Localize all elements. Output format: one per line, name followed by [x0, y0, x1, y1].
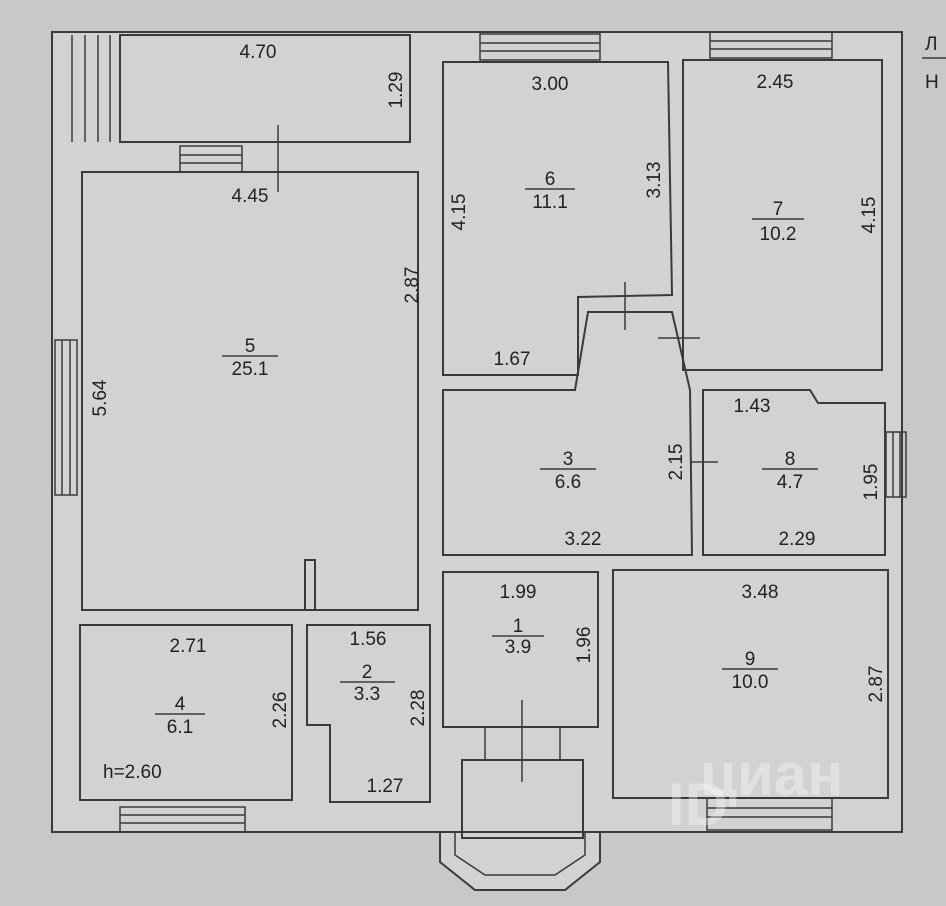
steps-left: [71, 35, 111, 142]
room-2: [306, 624, 431, 803]
room-number: 1: [513, 616, 524, 637]
room-number: 4: [175, 694, 186, 715]
room-area: 10.2: [760, 224, 797, 245]
window: [885, 431, 907, 498]
room-3: [442, 311, 694, 556]
dimension-label: 4.45: [232, 186, 269, 207]
window: [706, 797, 833, 831]
room-4: [79, 624, 293, 801]
dimension-label: 3.13: [644, 162, 665, 199]
dimension-label: 1.29: [386, 72, 407, 109]
window: [709, 31, 833, 59]
dimension-label: 3.48: [742, 582, 779, 603]
dimension-label: 4.15: [859, 197, 880, 234]
room-area: 6.1: [167, 717, 193, 738]
outer-wall: [51, 31, 903, 833]
dimension-label: 2.45: [757, 72, 794, 93]
room-area: 6.6: [555, 472, 581, 493]
dimension-label: 1.67: [494, 349, 531, 370]
bay-window: [439, 831, 601, 891]
dimension-label: 3.22: [565, 529, 602, 550]
room-area: 25.1: [232, 359, 269, 380]
dimension-label: 2.28: [408, 690, 429, 727]
room-area: 10.0: [732, 672, 769, 693]
window: [179, 145, 243, 173]
dimension-label: 2.87: [402, 267, 423, 304]
dimension-label: 1.96: [574, 627, 595, 664]
dimension-label: 2.15: [666, 444, 687, 481]
room-area: 3.9: [505, 637, 531, 658]
edge-text: Н: [925, 72, 939, 93]
room-5: [81, 171, 419, 611]
room-number: 8: [785, 449, 796, 470]
room-8: [702, 389, 886, 556]
watermark-logo: циан: [700, 741, 843, 808]
dimension-label: 3.00: [532, 74, 569, 95]
room-number: 6: [545, 169, 556, 190]
dimension-label: 5.64: [90, 379, 111, 416]
dimension-label: 1.43: [734, 396, 771, 417]
dimension-label: 1.27: [367, 776, 404, 797]
dimension-label: 1.95: [861, 464, 882, 501]
room-7: [682, 59, 883, 371]
room-number: 9: [745, 649, 756, 670]
room-area: 11.1: [532, 192, 568, 213]
window: [54, 339, 78, 496]
room-number: 3: [563, 449, 574, 470]
window: [479, 33, 601, 61]
room-6: [442, 61, 674, 376]
ceiling-height: h=2.60: [103, 762, 162, 783]
room-1: [442, 571, 599, 728]
terrace: [119, 34, 411, 143]
dimension-label: 2.29: [779, 529, 816, 550]
dimension-label: 2.87: [866, 666, 887, 703]
room-number: 2: [362, 662, 373, 683]
room-number: 7: [773, 199, 784, 220]
edge-text: Л: [925, 34, 937, 55]
window: [119, 806, 246, 833]
room-number: 5: [245, 336, 256, 357]
room-area: 3.3: [354, 684, 380, 705]
watermark-id: ID: [668, 771, 728, 838]
dimension-label: 2.26: [270, 692, 291, 729]
dimension-label: 4.15: [449, 194, 470, 231]
dimension-label: 4.70: [240, 42, 277, 63]
dimension-label: 1.56: [350, 629, 387, 650]
dimension-label: 1.99: [500, 582, 537, 603]
dimension-label: 2.71: [170, 636, 207, 657]
room-area: 4.7: [777, 472, 803, 493]
